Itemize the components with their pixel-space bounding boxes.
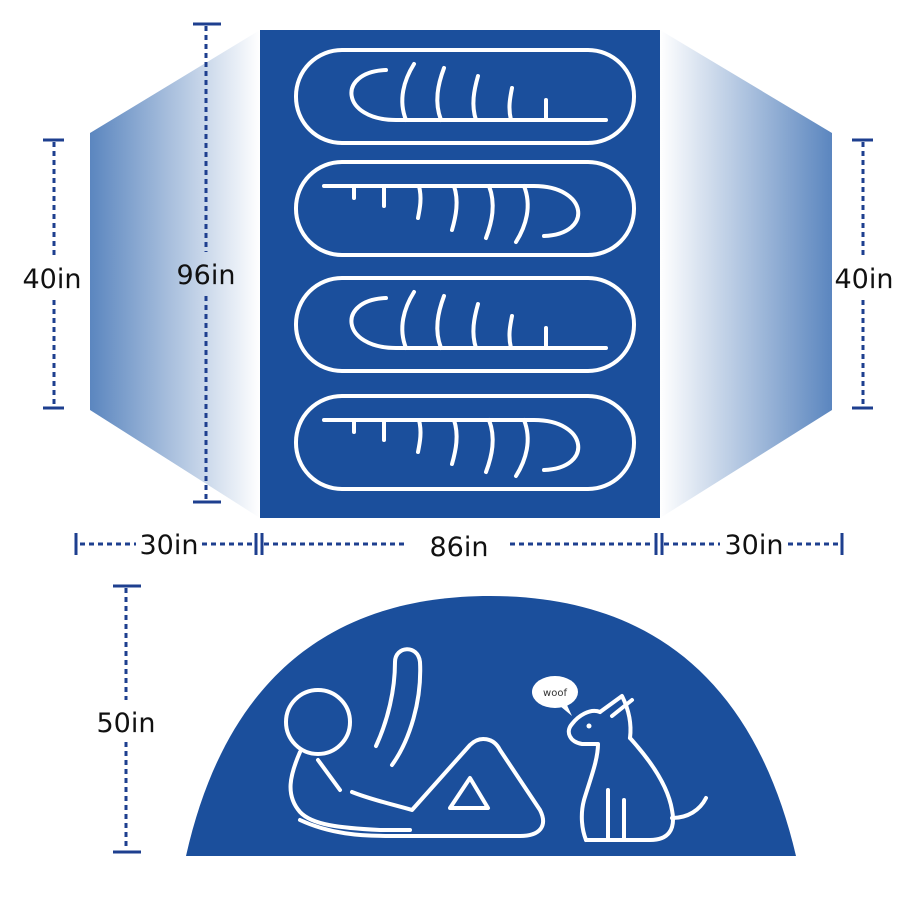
right-vestibule-width-label: 30in	[725, 530, 784, 561]
sleeping-bag-icon	[294, 276, 636, 373]
speech-bubble-text: woof	[543, 688, 567, 699]
right-vestibule	[660, 30, 832, 518]
sitting-dog-icon	[566, 694, 708, 842]
sleeping-bags	[294, 48, 636, 491]
sleeping-bag-icon	[294, 394, 636, 491]
dimension-left-side-height: 40in	[23, 138, 82, 410]
side-view: 50in woof	[97, 584, 796, 856]
left-side-height-label: 40in	[23, 264, 82, 295]
left-vestibule-width-label: 30in	[140, 530, 199, 561]
right-side-height-label: 40in	[835, 264, 894, 295]
dimension-peak-height: 50in	[97, 584, 156, 854]
sleeping-bag-icon	[294, 48, 636, 145]
dimension-right-side-height: 40in	[835, 138, 894, 410]
speech-bubble: woof	[532, 676, 578, 716]
reclining-person-icon	[284, 647, 546, 838]
floor-plan: 40in 96in 40in 30in	[23, 22, 894, 563]
tent-floor	[260, 30, 660, 518]
floor-length-label: 96in	[177, 260, 236, 291]
floor-width-label: 86in	[430, 532, 489, 563]
tent-side-profile	[186, 596, 796, 856]
dimension-floor-length: 96in	[177, 22, 236, 504]
peak-height-label: 50in	[97, 708, 156, 739]
dimension-width-row: 30in 86in 30in	[74, 530, 844, 563]
sleeping-bag-icon	[294, 160, 636, 257]
left-vestibule	[90, 30, 260, 518]
